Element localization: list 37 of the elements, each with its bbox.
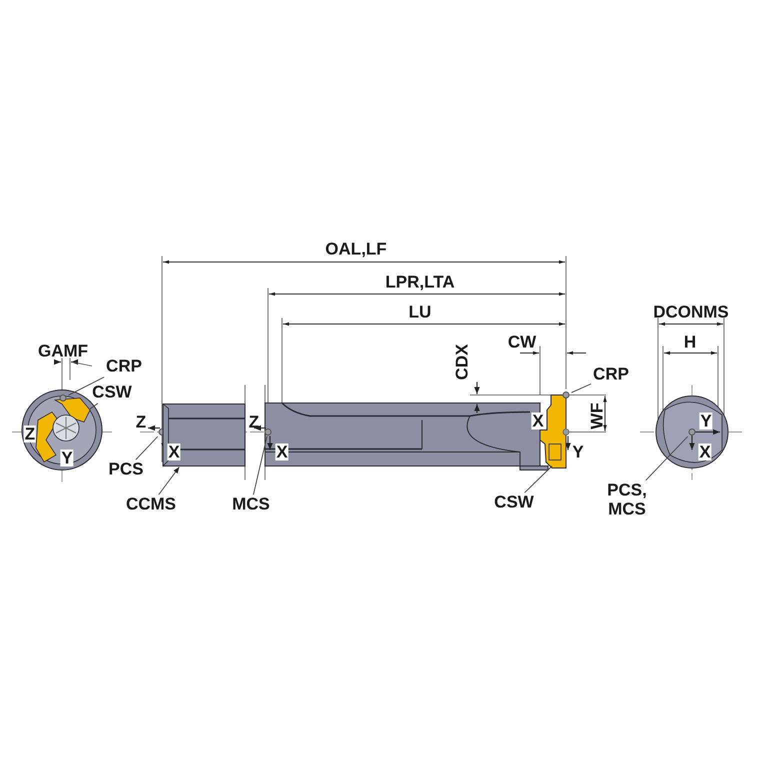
dimension-value: H <box>684 334 696 350</box>
tool-shank <box>162 403 245 466</box>
leader-line <box>524 466 552 494</box>
leader-line <box>252 436 268 496</box>
leader-line <box>68 376 104 396</box>
callout-label: PCS <box>108 460 144 480</box>
callout-label: CSW <box>494 494 534 512</box>
axis-label: Z <box>136 414 146 430</box>
leader-line <box>135 436 158 460</box>
leader-line <box>158 466 180 496</box>
axis-label: Y <box>699 412 713 430</box>
axis-label: Z <box>24 426 36 442</box>
dimension-value: LU <box>408 304 432 320</box>
dimension-value: CDX <box>454 344 470 380</box>
axis-label: Y <box>572 444 584 460</box>
axis-label: Z <box>248 414 260 430</box>
axis-label: X <box>531 412 545 430</box>
callout-label: CCMS <box>126 496 176 514</box>
dimension-value: WF <box>588 402 606 430</box>
axis-label: X <box>698 444 712 460</box>
axis-label: X <box>275 444 289 460</box>
callout-label: PCS, MCS <box>601 481 653 519</box>
dimension-value: GAMF <box>38 342 88 360</box>
axis-label: Y <box>60 450 74 466</box>
dimension-value: OAL,LF <box>325 240 387 258</box>
leader-line <box>90 402 98 410</box>
leader-line <box>645 436 688 481</box>
callout-label: CSW <box>92 384 132 402</box>
callout-label: CRP <box>593 366 629 384</box>
dimension-value: CW <box>508 334 536 350</box>
dimension-value: DCONMS <box>653 304 729 320</box>
axis-label: X <box>167 444 181 460</box>
leader-line <box>571 383 592 393</box>
dimension-value: LPR,LTA <box>385 274 455 290</box>
reference-point <box>562 392 570 398</box>
callout-label: MCS <box>232 496 270 514</box>
callout-label: CRP <box>106 358 142 376</box>
